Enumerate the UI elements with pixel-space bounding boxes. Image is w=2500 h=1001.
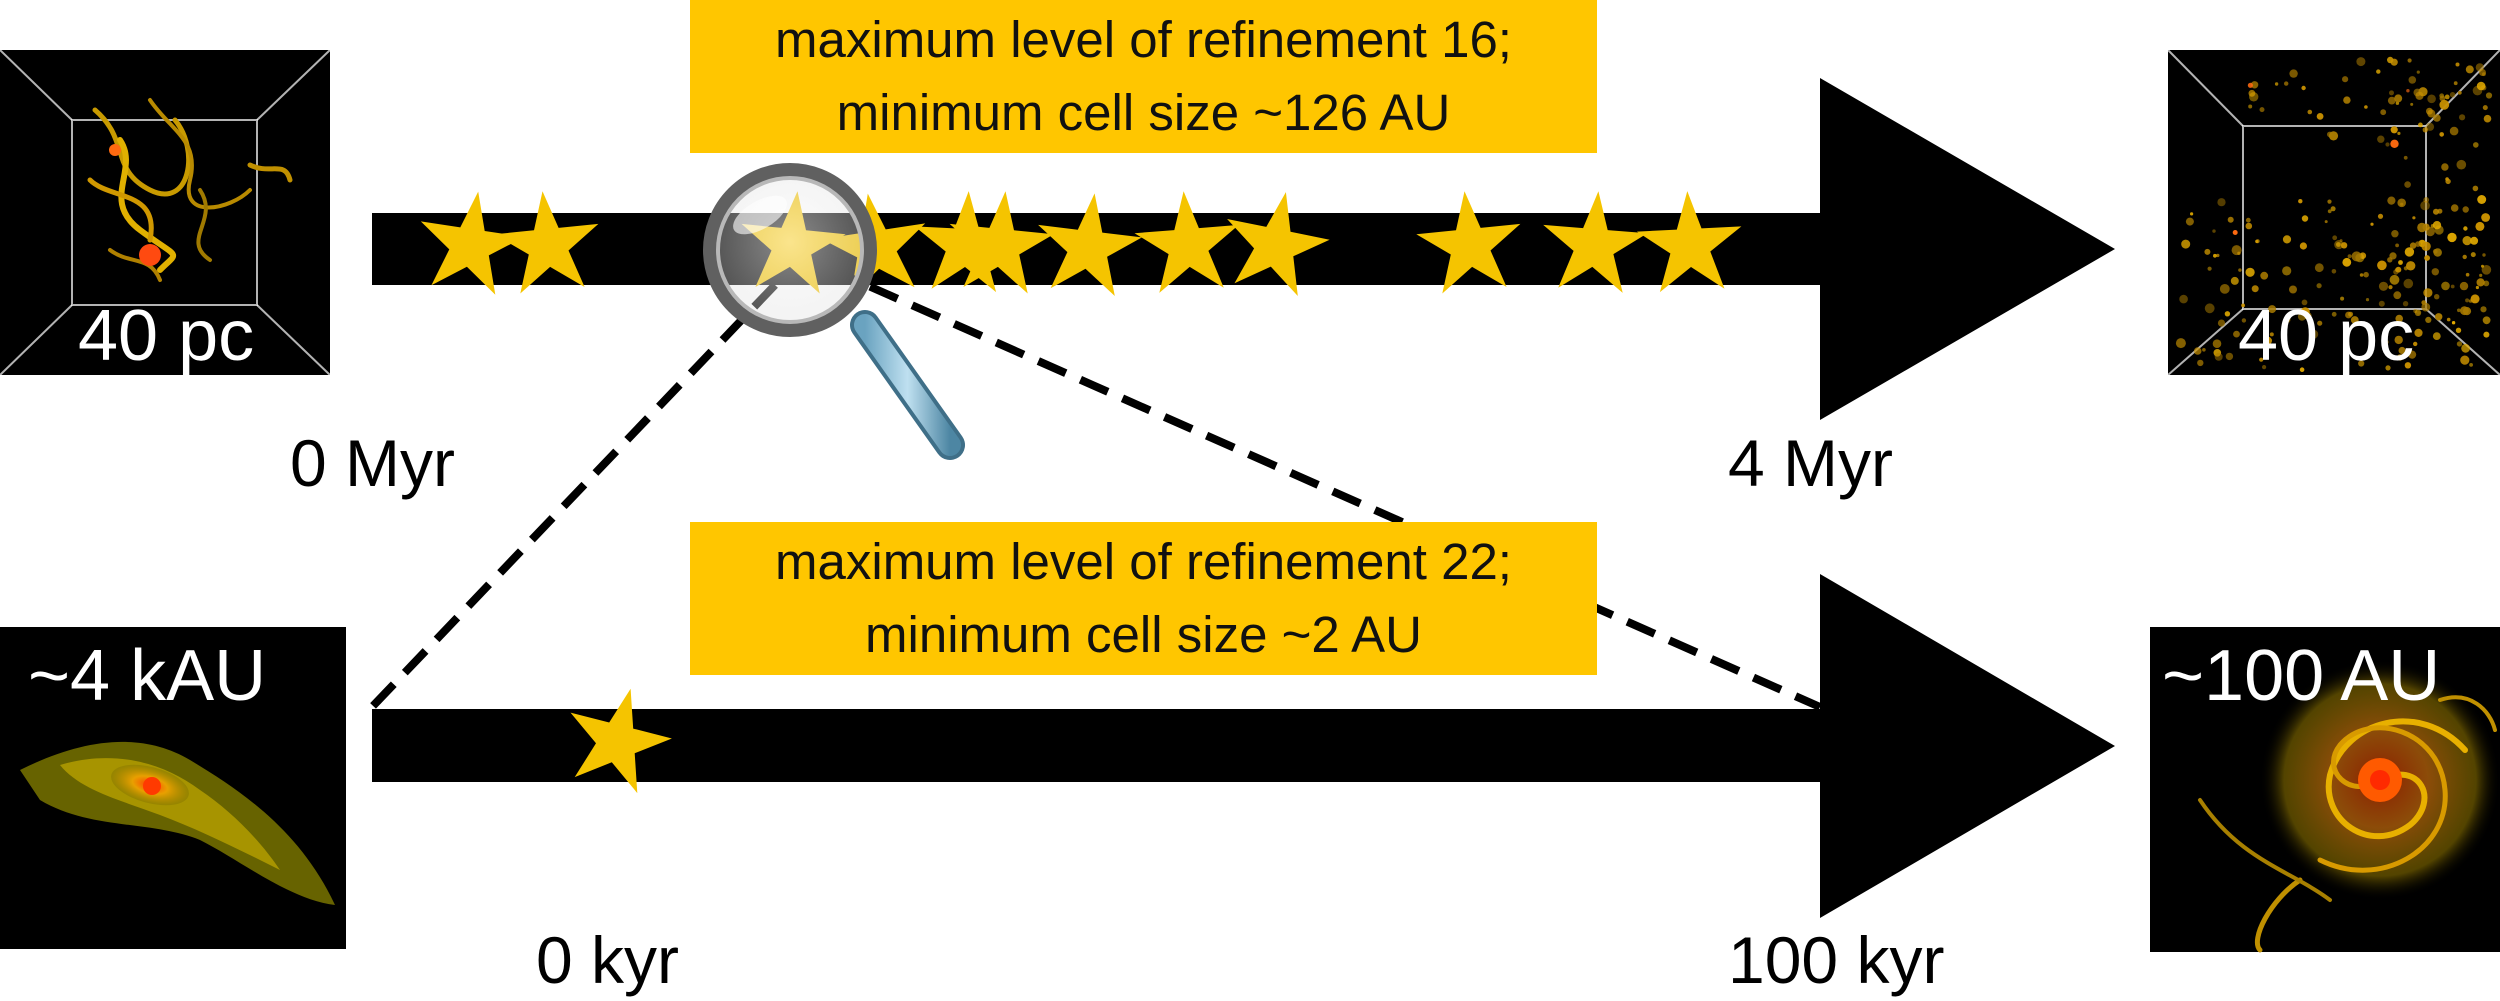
star-icon xyxy=(494,191,599,294)
bottom-refinement-box: maximum level of refinement 22; minimum … xyxy=(690,522,1597,675)
star-icon xyxy=(914,191,1020,293)
top-left-simulation-panel xyxy=(0,49,331,376)
bottom-left-scale-label: ~4 kAU xyxy=(28,636,267,716)
top-left-scale-label: 40 pc xyxy=(78,296,255,376)
star-icon xyxy=(1038,193,1142,296)
bottom-refinement-line1: maximum level of refinement 22; xyxy=(775,533,1512,591)
top-refinement-line2: minimum cell size ~126 AU xyxy=(836,83,1451,141)
top-refinement-box: maximum level of refinement 16; minimum … xyxy=(690,0,1597,153)
star-icon xyxy=(949,191,1054,294)
star-icon xyxy=(1636,191,1742,293)
star-icon xyxy=(1134,191,1239,293)
star-icon xyxy=(1416,191,1521,294)
bottom-refinement-line2: minimum cell size ~2 AU xyxy=(865,605,1422,663)
star-icon xyxy=(1227,192,1330,296)
zoom-dashed-line-right xyxy=(826,264,1822,711)
bottom-start-time-label: 0 kyr xyxy=(536,923,680,997)
star-icon xyxy=(420,191,525,295)
top-right-scale-label: 40 pc xyxy=(2238,296,2415,376)
bottom-right-scale-label: ~100 AU xyxy=(2162,636,2441,716)
bottom-timeline-stars xyxy=(570,688,672,794)
top-end-time-label: 4 Myr xyxy=(1728,426,1893,500)
top-start-time-label: 0 Myr xyxy=(290,426,455,500)
magnifier-icon xyxy=(703,163,965,460)
top-right-simulation-panel xyxy=(2167,49,2500,376)
bottom-end-time-label: 100 kyr xyxy=(1728,923,1945,997)
star-icon xyxy=(570,688,672,794)
bottom-timeline-arrow xyxy=(372,574,2115,918)
bottom-left-simulation-panel xyxy=(0,627,346,949)
top-timeline-arrow xyxy=(372,78,2115,420)
top-refinement-line1: maximum level of refinement 16; xyxy=(775,11,1512,69)
zoom-dashed-line-left xyxy=(369,282,778,710)
star-icon xyxy=(1543,191,1648,293)
bottom-right-simulation-panel xyxy=(2150,627,2500,953)
